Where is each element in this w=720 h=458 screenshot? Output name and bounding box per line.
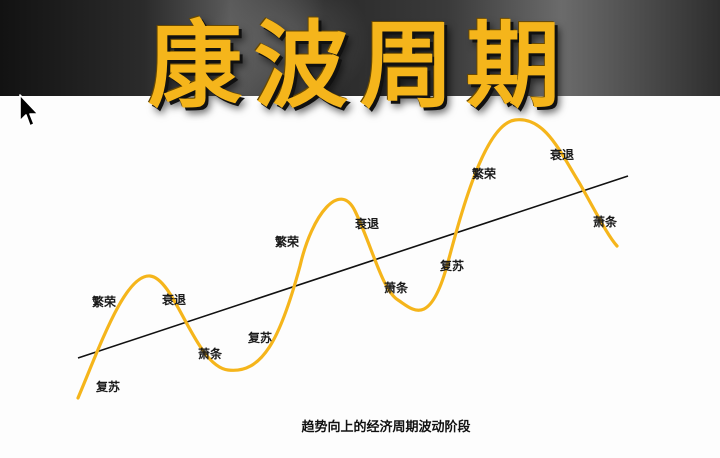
stage-label-boom: 繁荣 xyxy=(275,234,300,249)
diagram-caption: 趋势向上的经济周期波动阶段 xyxy=(301,419,470,435)
page-title: 康波周期 xyxy=(147,11,572,121)
trend-line xyxy=(77,175,629,359)
stage-label-recovery: 复苏 xyxy=(247,330,272,345)
stage-label-boom: 繁荣 xyxy=(92,294,117,309)
stage-label-depression: 萧条 xyxy=(593,214,618,229)
mouse-pointer-icon xyxy=(19,94,39,127)
stage-label-recession: 衰退 xyxy=(354,216,379,231)
stage-label-depression: 萧条 xyxy=(384,280,409,295)
stage-label-boom: 繁荣 xyxy=(472,166,497,181)
stage-label-recovery: 复苏 xyxy=(95,379,120,394)
cycle-diagram: 复苏 繁荣 衰退 萧条 复苏 繁荣 衰退 萧条 复苏 繁荣 衰退 萧条 趋势向上… xyxy=(0,96,720,458)
header-banner xyxy=(0,0,720,96)
stage-label-recession: 衰退 xyxy=(161,292,186,307)
cycle-diagram-svg: 复苏 繁荣 衰退 萧条 复苏 繁荣 衰退 萧条 复苏 繁荣 衰退 萧条 趋势向上… xyxy=(76,118,629,435)
stage-label-recession: 衰退 xyxy=(549,147,574,162)
stage-label-recovery: 复苏 xyxy=(439,258,464,273)
stage-label-depression: 萧条 xyxy=(198,346,223,361)
cycle-wave xyxy=(76,118,619,400)
